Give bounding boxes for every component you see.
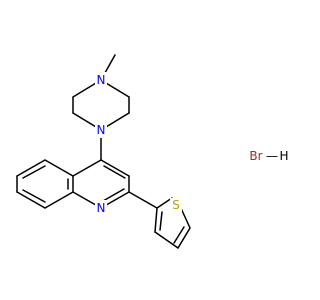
quinoline-nitrogen-atom: N: [95, 200, 107, 216]
thiophene-sulfur-label: S: [172, 198, 180, 212]
salt-bond-glyph: —: [266, 149, 278, 163]
atom-labels: N N N S: [95, 72, 182, 216]
aryl-nitrogen-label: N: [97, 123, 106, 137]
molecule-structure: N N N S Br — H: [16, 54, 289, 249]
thiophene-sulfur-atom: S: [170, 198, 182, 212]
quinoline-nitrogen-label: N: [97, 201, 106, 215]
bond-layer: [16, 54, 191, 249]
methyl-nitrogen-atom: N: [95, 72, 107, 88]
hydrogen-label: H: [279, 149, 288, 163]
methyl-nitrogen-label: N: [97, 73, 106, 87]
bromine-label: Br: [249, 149, 262, 163]
hydrobromide-salt: Br — H: [249, 149, 288, 163]
aryl-nitrogen-atom: N: [95, 122, 107, 138]
